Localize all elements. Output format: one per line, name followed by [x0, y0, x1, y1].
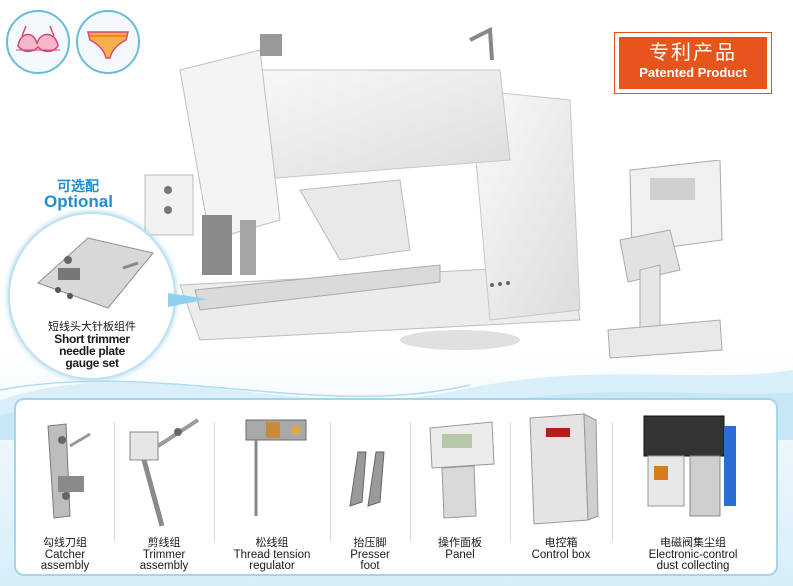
part-label-en-line: Presser — [350, 549, 390, 561]
part-panel: 操作面板 Panel — [412, 406, 508, 572]
divider — [214, 422, 215, 542]
part-label-en-line: regulator — [249, 560, 295, 572]
optional-item-en-line: Short trimmer — [54, 332, 130, 346]
patented-product-badge: 专利产品 Patented Product — [614, 32, 772, 94]
divider — [612, 422, 613, 542]
part-label-cn: 电磁阀集尘组 — [660, 536, 726, 549]
control-box-image — [529, 413, 599, 525]
sewing-machine-image — [144, 26, 581, 350]
badge-title-cn: 专利产品 — [649, 40, 737, 64]
part-label-en: Panel — [412, 549, 508, 561]
optional-part-callout: 短线头大针板组件 Short trimmer needle plate gaug… — [8, 212, 176, 380]
part-label-cn: 松线组 — [255, 536, 289, 549]
part-label-cn: 勾线刀组 — [43, 536, 87, 549]
part-label-en: Catcher assembly — [18, 549, 112, 572]
optional-item-cn: 短线头大针板组件 — [48, 320, 136, 333]
part-label-en-line: Control box — [531, 549, 591, 561]
part-label-en: Electronic-control dust collecting — [614, 549, 772, 572]
presser-foot-image — [349, 451, 385, 507]
callout-pointer — [168, 293, 208, 307]
needle-plate-image — [37, 237, 154, 309]
divider — [114, 422, 115, 542]
divider — [410, 422, 411, 542]
control-panel-stand-image — [607, 160, 723, 359]
part-label-en-line: assembly — [139, 560, 189, 572]
divider — [330, 422, 331, 542]
part-label-cn: 操作面板 — [438, 536, 482, 549]
bra-icon — [6, 10, 70, 74]
part-label-en: Thread tension regulator — [216, 549, 328, 572]
part-label-en-line: Catcher — [44, 549, 86, 561]
part-label-en: Presser foot — [332, 549, 408, 572]
underwear-icon — [76, 10, 140, 74]
divider — [510, 422, 511, 542]
trimmer-assembly-image — [129, 418, 200, 527]
part-label-en-line: dust collecting — [656, 560, 730, 572]
catcher-assembly-image — [47, 423, 91, 519]
part-control-box: 电控箱 Control box — [512, 406, 610, 572]
part-presser-foot: 抬压脚 Presser foot — [332, 406, 408, 572]
dust-collecting-image — [643, 415, 736, 517]
part-label-en-line: foot — [360, 560, 380, 572]
part-label-en-line: Trimmer — [142, 549, 186, 561]
part-label-en-line: Thread tension — [233, 549, 311, 561]
badge-title-en: Patented Product — [639, 65, 747, 80]
part-label-cn: 剪线组 — [147, 536, 181, 549]
part-label-en-line: Electronic-control — [648, 549, 738, 561]
operation-panel-image — [429, 421, 495, 519]
optional-item-en-line: needle plate — [59, 344, 125, 358]
part-label-en: Control box — [512, 549, 610, 561]
part-label-cn: 电控箱 — [544, 536, 578, 549]
part-label-en-line: assembly — [40, 560, 90, 572]
part-thread-tension-regulator: 松线组 Thread tension regulator — [216, 406, 328, 572]
optional-item-en-line: gauge set — [65, 356, 119, 370]
part-trimmer-assembly: 剪线组 Trimmer assembly — [116, 406, 212, 572]
part-catcher-assembly: 勾线刀组 Catcher assembly — [18, 406, 112, 572]
optional-label-cn: 可选配 — [57, 179, 99, 195]
thread-tension-regulator-image — [245, 419, 307, 516]
parts-panel: 勾线刀组 Catcher assembly 剪线组 Trimmer assemb… — [14, 398, 778, 576]
optional-item-en: Short trimmer needle plate gauge set — [32, 333, 152, 369]
part-dust-collecting: 电磁阀集尘组 Electronic-control dust collectin… — [614, 406, 772, 572]
part-label-en-line: Panel — [445, 549, 475, 561]
optional-label-en: Optional — [44, 192, 113, 211]
part-label-en: Trimmer assembly — [116, 549, 212, 572]
part-label-cn: 抬压脚 — [353, 536, 387, 549]
